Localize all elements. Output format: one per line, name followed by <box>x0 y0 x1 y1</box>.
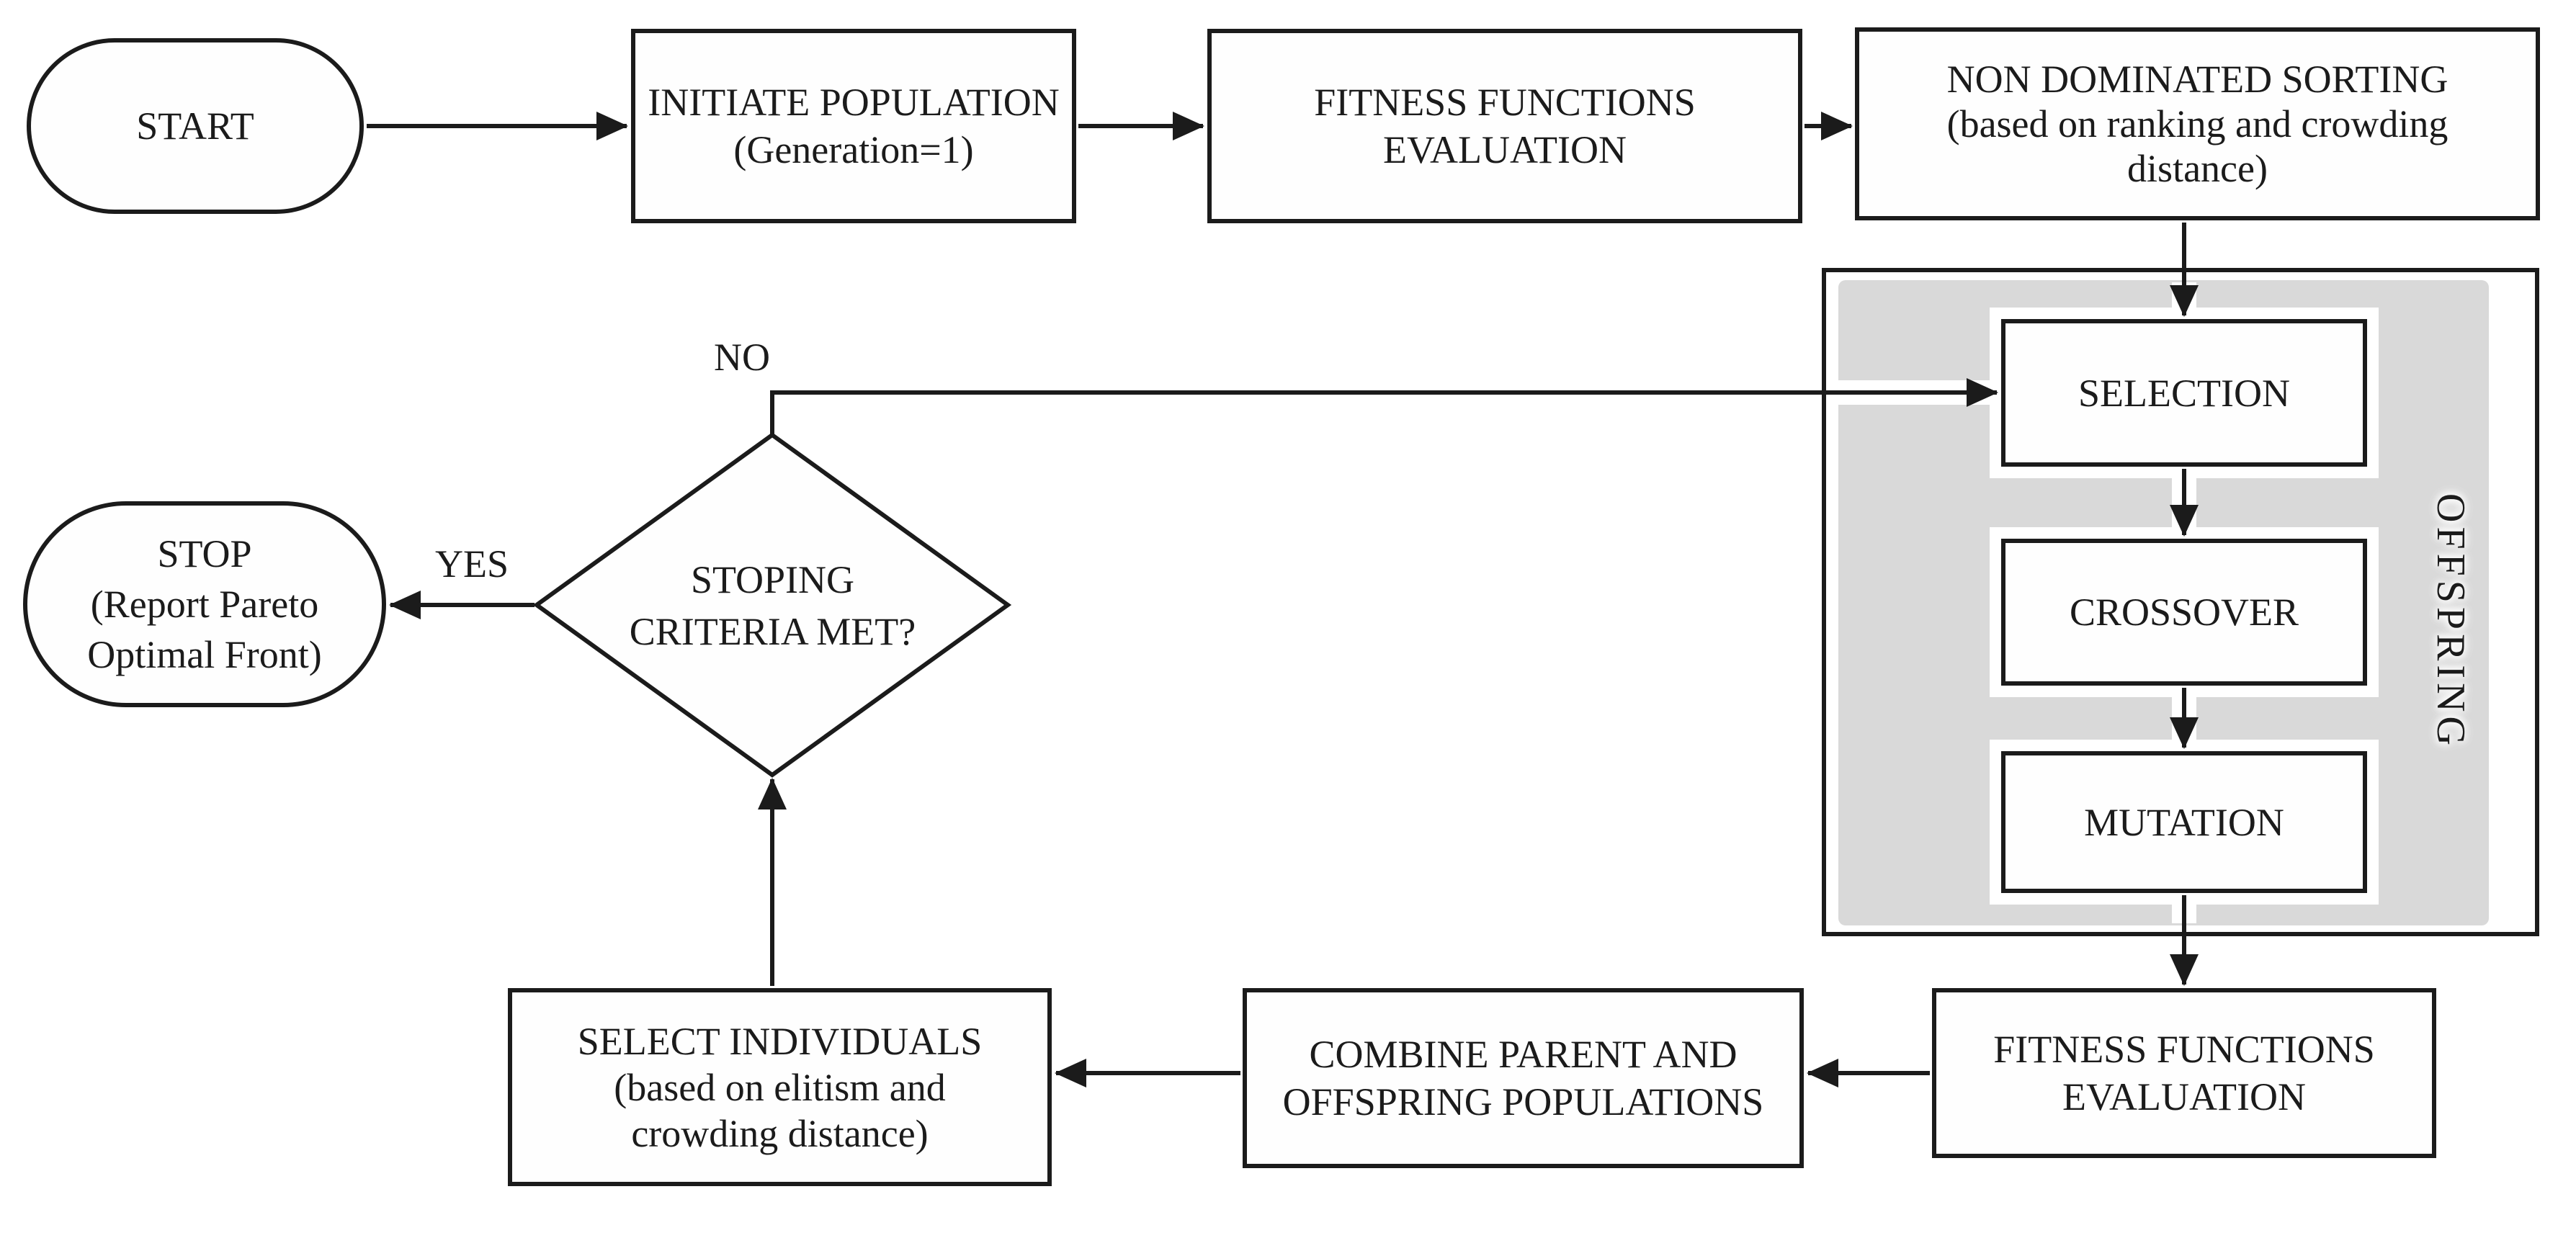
stop-line2: (Report Pareto <box>90 583 319 626</box>
stopping-criteria-line1: STOPING <box>690 558 855 601</box>
start-label: START <box>136 104 254 148</box>
stop-line1: STOP <box>157 532 252 575</box>
fitness-evaluation-bottom-line2: EVALUATION <box>2062 1075 2306 1118</box>
crossover-label: CROSSOVER <box>2069 591 2299 634</box>
arrow-no-to-selection <box>770 378 1998 435</box>
stopping-criteria-line2: CRITERIA MET? <box>629 610 916 653</box>
initiate-population-line2: (Generation=1) <box>733 128 974 171</box>
select-individuals-line3: crowding distance) <box>631 1111 929 1155</box>
fitness-evaluation-top-node: FITNESS FUNCTIONS EVALUATION <box>1207 29 1802 223</box>
non-dominated-sorting-line2: (based on ranking and crowding <box>1946 102 2448 145</box>
edge-label-yes: YES <box>434 542 509 586</box>
offspring-group-label: OFFSPRING <box>2428 493 2473 750</box>
offspring-group-border <box>1822 268 2539 936</box>
stopping-criteria-node: STOPING CRITERIA MET? <box>576 520 969 691</box>
fitness-evaluation-bottom-node: FITNESS FUNCTIONS EVALUATION <box>1932 988 2436 1158</box>
selection-node: SELECTION <box>2001 319 2367 467</box>
select-individuals-line1: SELECT INDIVIDUALS <box>577 1019 983 1063</box>
stop-node: STOP (Report Pareto Optimal Front) <box>23 501 386 707</box>
select-individuals-line2: (based on elitism and <box>614 1065 946 1109</box>
mutation-label: MUTATION <box>2084 800 2284 844</box>
crossover-node: CROSSOVER <box>2001 539 2367 686</box>
fitness-evaluation-top-line1: FITNESS FUNCTIONS <box>1314 81 1696 124</box>
initiate-population-node: INITIATE POPULATION (Generation=1) <box>631 29 1076 223</box>
non-dominated-sorting-line3: distance) <box>2127 147 2268 190</box>
mutation-node: MUTATION <box>2001 751 2367 893</box>
non-dominated-sorting-node: NON DOMINATED SORTING (based on ranking … <box>1855 27 2540 220</box>
start-node: START <box>27 38 364 214</box>
non-dominated-sorting-line1: NON DOMINATED SORTING <box>1946 58 2448 101</box>
combine-populations-line1: COMBINE PARENT AND <box>1309 1033 1738 1076</box>
fitness-evaluation-bottom-line1: FITNESS FUNCTIONS <box>1993 1028 2375 1071</box>
edge-label-no: NO <box>714 336 770 379</box>
fitness-evaluation-top-line2: EVALUATION <box>1383 128 1627 171</box>
combine-populations-node: COMBINE PARENT AND OFFSPRING POPULATIONS <box>1243 988 1804 1168</box>
combine-populations-line2: OFFSPRING POPULATIONS <box>1282 1080 1764 1123</box>
selection-label: SELECTION <box>2078 371 2290 415</box>
stop-line3: Optimal Front) <box>87 633 322 676</box>
initiate-population-line1: INITIATE POPULATION <box>648 81 1060 124</box>
select-individuals-node: SELECT INDIVIDUALS (based on elitism and… <box>508 988 1052 1186</box>
